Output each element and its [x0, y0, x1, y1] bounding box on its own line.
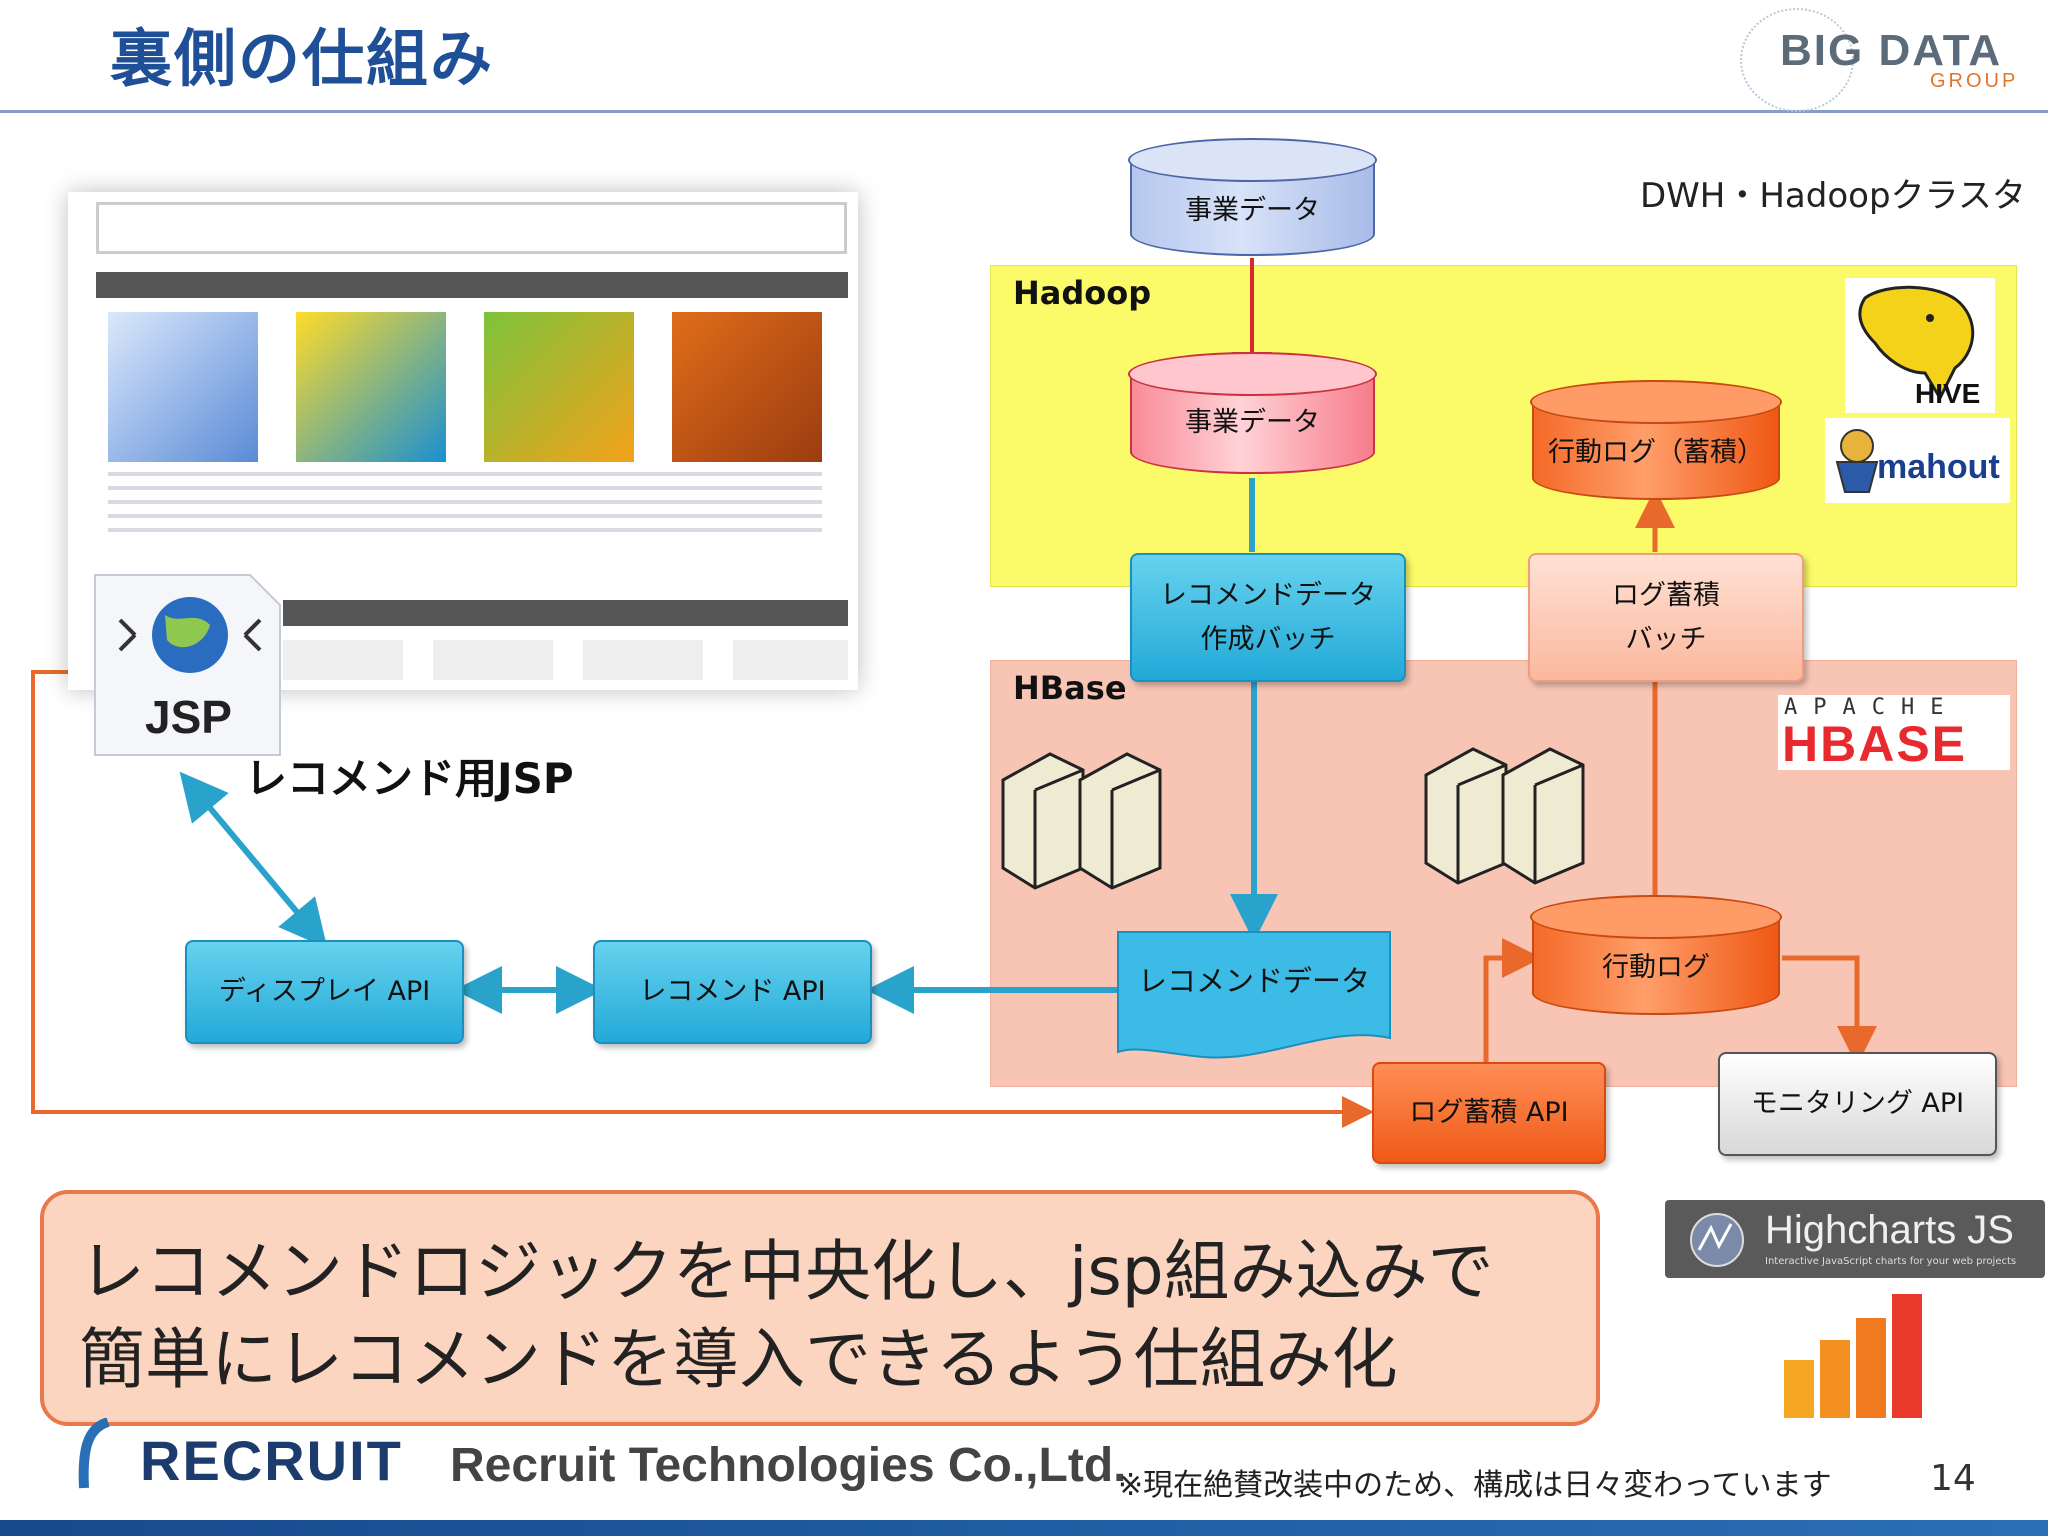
section-header-bar	[96, 272, 848, 298]
product-image-3	[484, 312, 634, 462]
bottom-bar	[0, 1520, 2048, 1536]
display-api-label: ディスプレイ API	[218, 976, 431, 1008]
arrow-jsp-display-api	[179, 771, 328, 949]
recruit-logo-text: RECRUIT	[140, 1429, 403, 1492]
callout-line-1: レコメンドロジックを中央化し、jsp組み込みで	[79, 1233, 1494, 1310]
document-shape	[1117, 931, 1391, 1059]
hadoop-label: Hadoop	[1013, 274, 1152, 312]
action-log-store-label: 行動ログ（蓄積）	[1548, 437, 1764, 468]
log-batch-line2: バッチ	[1625, 623, 1707, 655]
display-api-box: ディスプレイ API	[185, 940, 464, 1044]
cylinder-top	[1530, 380, 1782, 424]
source-data-label: 事業データ	[1185, 195, 1320, 226]
highcharts-globe-icon	[1690, 1213, 1744, 1267]
logo-ring-icon	[1740, 8, 1854, 112]
log-batch-text: ログ蓄積バッチ	[1612, 574, 1720, 660]
recommend-api-box: レコメンド API	[593, 940, 872, 1044]
highcharts-title: Highcharts JS	[1765, 1208, 2014, 1252]
jsp-document-icon	[94, 574, 281, 756]
highcharts-logo: Highcharts JS Interactive JavaScript cha…	[1665, 1200, 2045, 1278]
monitoring-api-box: モニタリング API	[1718, 1052, 1997, 1156]
server-icon-left	[1001, 752, 1162, 890]
product-image-4	[672, 312, 822, 462]
recommend-batch-line2: 作成バッチ	[1200, 623, 1336, 655]
cylinder-top	[1128, 138, 1377, 182]
product-image-1	[108, 312, 258, 462]
arrow-log-api-to-action-log	[1483, 938, 1542, 1062]
action-log-label: 行動ログ	[1602, 952, 1710, 983]
logo-sub-text: GROUP	[1930, 70, 2019, 92]
section-header-bar-2	[283, 600, 848, 626]
dwh-cluster-label: DWH・Hadoopクラスタ	[1640, 176, 2026, 216]
jsp-icon-text: JSP	[145, 691, 232, 743]
hadoop-data-label: 事業データ	[1185, 407, 1320, 438]
footnote: ※現在絶賛改装中のため、構成は日々変わっています	[1118, 1468, 1832, 1503]
company-name: Recruit Technologies Co.,Ltd.	[450, 1439, 1127, 1492]
recommend-batch-line1: レコメンドデータ	[1160, 580, 1376, 612]
log-batch-line1: ログ蓄積	[1612, 580, 1720, 612]
title-divider	[0, 110, 2048, 113]
hbase-apache-text: APACHE	[1784, 695, 1960, 720]
mahout-logo: mahout	[1825, 418, 2010, 503]
points-panel	[96, 202, 847, 254]
jsp-file-icon: JSP	[85, 570, 285, 760]
hive-elephant-icon	[1858, 285, 1975, 402]
big-data-group-logo: BIG DATA GROUP	[1740, 8, 2030, 112]
log-api-box: ログ蓄積 API	[1372, 1062, 1606, 1164]
summary-callout: レコメンドロジックを中央化し、jsp組み込みで 簡単にレコメンドを導入できるよう…	[40, 1190, 1600, 1426]
recommend-batch-text: レコメンドデータ作成バッチ	[1160, 574, 1376, 660]
log-api-label: ログ蓄積 API	[1409, 1097, 1569, 1129]
points-table	[283, 640, 848, 680]
product-captions	[108, 472, 822, 532]
source-business-data-db: 事業データ	[1128, 138, 1377, 256]
hbase-label: HBase	[1013, 669, 1127, 707]
product-image-2	[296, 312, 446, 462]
recruit-mark-icon	[78, 1418, 110, 1489]
slide-title: 裏側の仕組み	[110, 22, 495, 95]
hadoop-business-data-db: 事業データ	[1128, 352, 1377, 474]
cylinder-top	[1530, 895, 1782, 939]
page-number: 14	[1930, 1458, 1976, 1499]
logo-main-text: BIG DATA	[1780, 26, 2003, 75]
highcharts-tagline: Interactive JavaScript charts for your w…	[1765, 1256, 2017, 1267]
mahout-figure-icon	[1835, 429, 1879, 493]
callout-line-2: 簡単にレコメンドを導入できるよう仕組み化	[79, 1321, 1398, 1398]
hbase-name-text: HBASE	[1782, 716, 1968, 772]
server-icon-right	[1424, 747, 1585, 885]
recommend-api-label: レコメンド API	[639, 976, 826, 1008]
arrow-jsp-to-log-api	[31, 670, 1374, 1128]
bar-chart-graphic-icon	[1784, 1294, 1922, 1418]
action-log-store-db: 行動ログ（蓄積）	[1530, 380, 1782, 500]
recommend-batch-box: レコメンドデータ作成バッチ	[1130, 553, 1406, 682]
recommend-data-document	[1117, 931, 1391, 1059]
cylinder-top	[1128, 352, 1377, 396]
jsp-label: レコメンド用JSP	[245, 754, 574, 803]
monitoring-api-label: モニタリング API	[1750, 1088, 1965, 1120]
recommend-data-label: レコメンドデータ	[1137, 964, 1370, 998]
arrow-action-log-to-monitoring	[1782, 955, 1877, 1066]
hive-logo: HIVE	[1845, 278, 1995, 413]
hbase-logo: APACHE HBASE	[1778, 695, 2010, 772]
hive-text: HIVE	[1915, 378, 1981, 409]
mahout-text: mahout	[1877, 448, 2000, 486]
log-batch-box: ログ蓄積バッチ	[1528, 553, 1804, 682]
action-log-db: 行動ログ	[1530, 895, 1782, 1015]
